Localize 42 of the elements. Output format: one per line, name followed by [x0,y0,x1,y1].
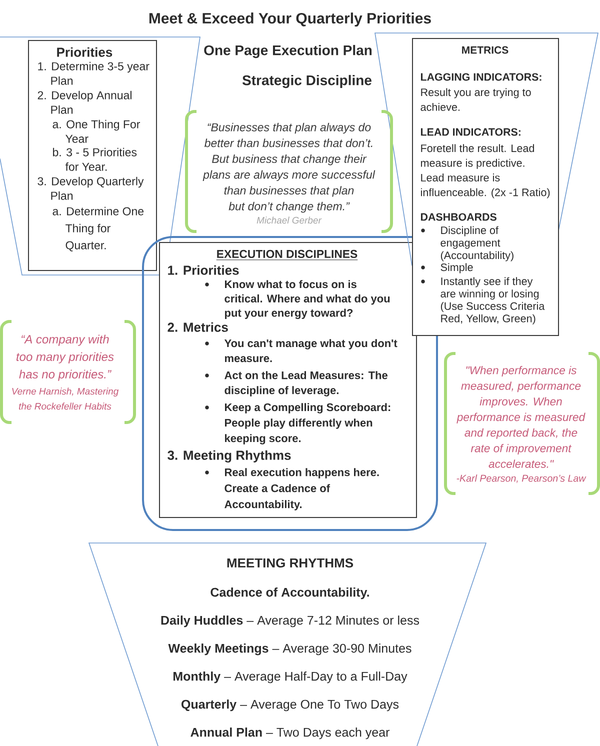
rhythm-line: Weekly Meetings – Average 30-90 Minutes [168,644,412,656]
rhythm-line: Cadence of Accountability. [210,588,369,600]
page-title: Meet & Exceed Your Quarterly Priorities [149,12,431,27]
funnel-panel [88,542,487,746]
quote-attribution: -Karl Pearson, Pearson’s Law [456,474,586,483]
bullet-text: You can't manage what you don't measure. [224,339,398,362]
quote-text: “A company with too many priorities has no priorities.” [16,334,114,381]
bullet-text: Instantly see if they are winning or losing (Use Success Criteria Red, Yellow, Green) [440,277,545,324]
body-text: Foretell the result. Lead measure is predictive. Lead measure is influenceable. (2x -1 Ratio) [420,144,550,198]
panel-title: EXECUTION DISCIPLINES [216,250,358,260]
funnel-heading: MEETING RHYTHMS [227,558,354,568]
section-heading: LAGGING INDICATORS: [420,73,542,81]
list-heading: Priorities [57,47,112,57]
rhythm-line: Annual Plan – Two Days each year [190,728,390,740]
text-panel [159,242,417,518]
section-heading: 2. Metrics [168,322,228,332]
list-item: a. Determine One Thing for Quarter. [52,206,144,252]
bullet-text: Know what to focus on is critical. Where and what do you put your energy toward? [224,280,390,319]
quote-attribution: Michael Gerber [256,216,322,224]
bullet-text: Discipline of engagement (Accountability) [440,226,514,262]
rhythm-line: Monthly – Average Half-Day to a Full-Day [174,672,408,684]
bullet-text: Real execution happens here. Create a Cadence of Accountability. [224,468,379,510]
section-heading: DASHBOARDS [420,213,496,221]
quote-attribution: Verne Harnish, Mastering the Rockefeller Habits [12,388,119,410]
bullet-text: Act on the Lead Measures: The discipline of leverage. [224,371,388,396]
quote-text: “Businesses that plan always do better than businesses that don’t. But business that change their plans are always more successful than businesses that plan but don’t change them.” [202,122,376,213]
rhythm-line: Daily Huddles – Average 7-12 Minutes or less [161,616,420,628]
bullet-text: Keep a Compelling Scoreboard: People play differently when keeping score. [225,403,390,444]
rhythm-line: Quarterly – Average One To Two Days [182,700,399,712]
quote-text: "When performance is measured, performance improves. When performance is measured and reported back, the rate of improvement accelerates." [456,366,586,468]
subtitle: Strategic Discipline [242,74,372,88]
body-text: Result you are trying to achieve. [420,88,531,111]
section-heading: LEAD INDICATORS: [420,128,520,136]
section-heading: 3. Meeting Rhythms [168,450,291,462]
text-panel [412,38,559,336]
list-item: 1. Determine 3-5 year Plan [38,62,150,85]
subtitle: One Page Execution Plan [204,44,372,58]
text-panel [28,40,157,271]
bullet-text: Simple [440,263,473,274]
panel-title: METRICS [462,46,508,54]
section-heading: 1. Priorities [168,265,239,275]
list-item: b. 3 - 5 Priorities for Year. [53,148,137,171]
